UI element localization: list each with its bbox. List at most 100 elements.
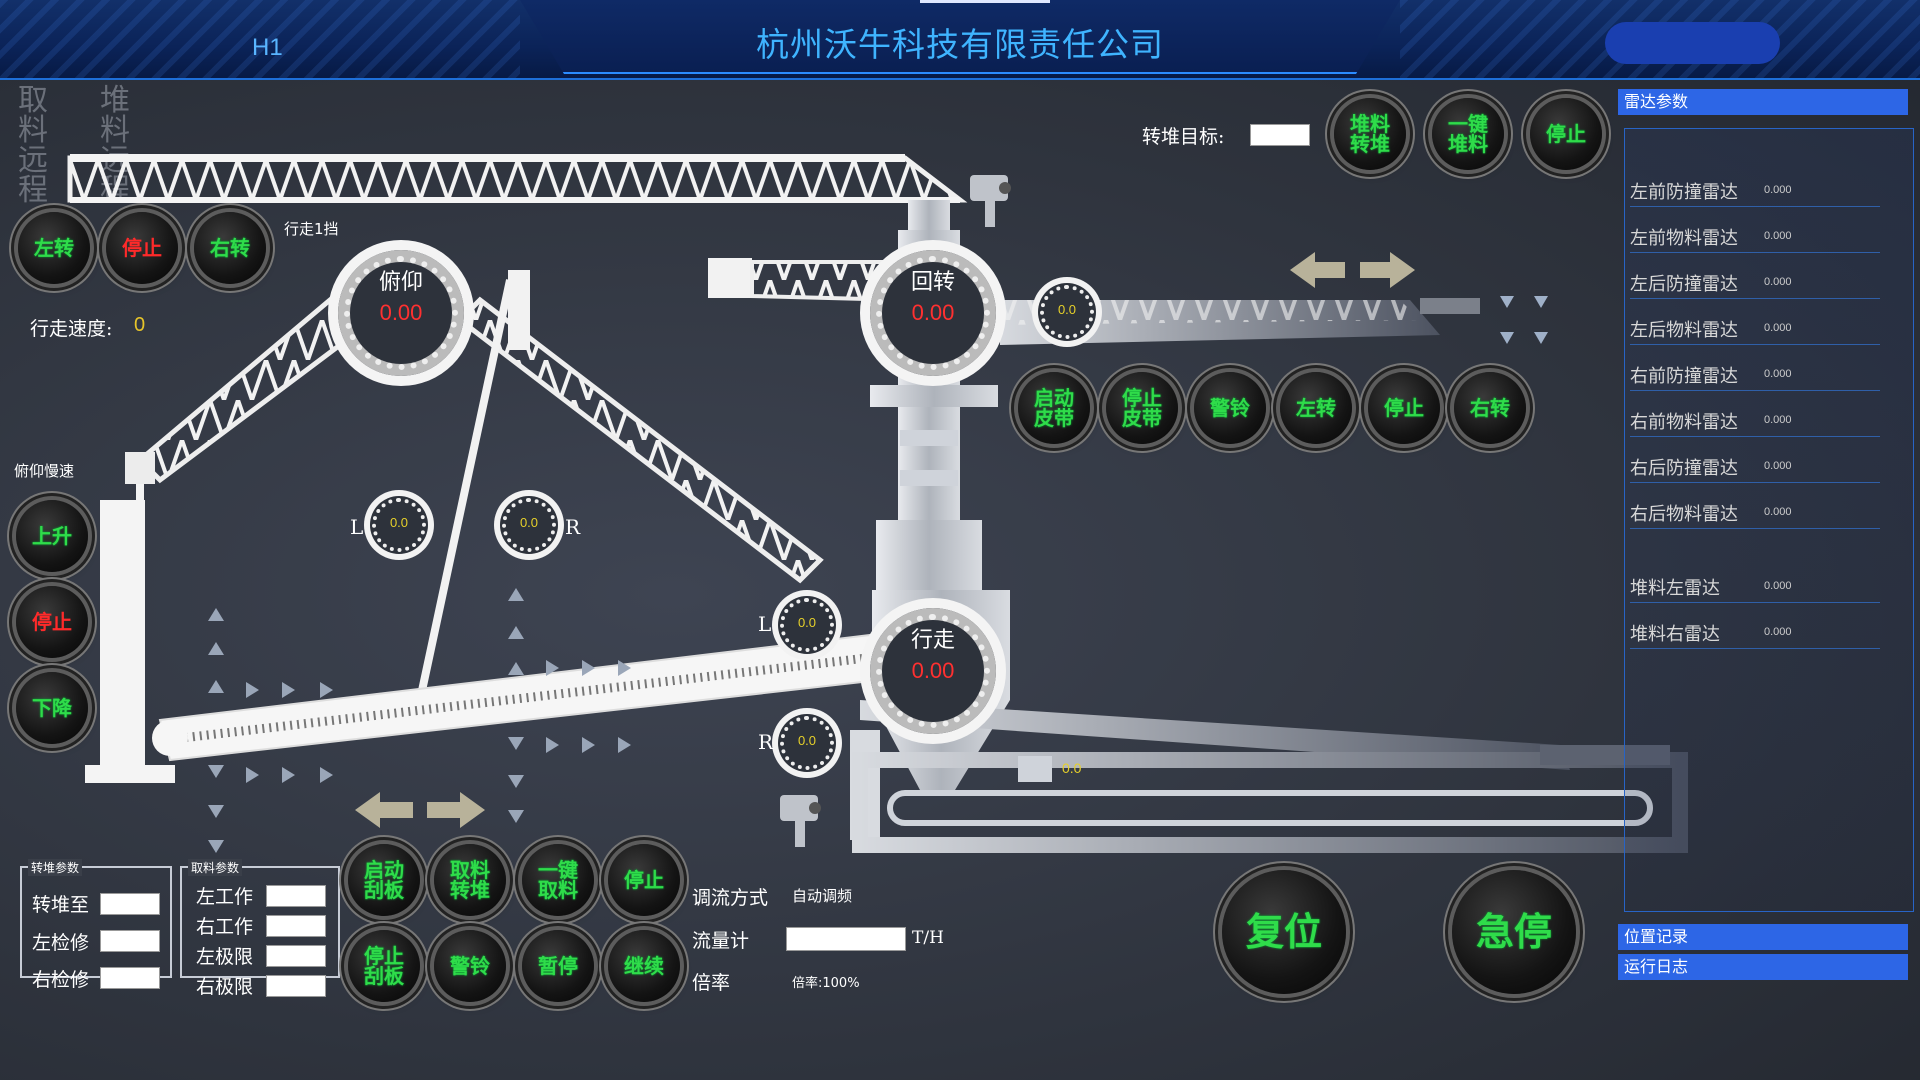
walk-right-gauge: 0.0	[778, 714, 836, 772]
start-scraper-button[interactable]: 启动刮板	[348, 844, 420, 916]
tripper-value: 0.0	[1062, 760, 1082, 776]
stack-to-label: 转堆至	[32, 894, 90, 916]
stop-scraper-button[interactable]: 停止刮板	[348, 930, 420, 1002]
pause-button[interactable]: 暂停	[522, 930, 594, 1002]
stack-to-input[interactable]	[100, 893, 160, 915]
radar-panel	[1624, 128, 1914, 912]
reclaim-alarm-button[interactable]: 警铃	[434, 930, 506, 1002]
right-limit-label: 右极限	[196, 976, 254, 998]
slew-stop-button[interactable]: 停止	[1368, 372, 1440, 444]
walk-gauge-label: 行走	[910, 628, 955, 653]
pitch-slow-label: 俯仰慢速	[14, 462, 75, 480]
left-maint-label: 左检修	[32, 932, 90, 954]
boom-direction-arrows	[355, 792, 485, 828]
stop-belt-button[interactable]: 停止皮带	[1106, 372, 1178, 444]
one-key-reclaim-button[interactable]: 一键取料	[522, 844, 594, 916]
right-wheel-side: R	[565, 515, 581, 539]
reclaim-params-title: 取料参数	[188, 859, 243, 876]
right-wheel-gauge: 0.0	[500, 496, 558, 554]
pitch-gauge: 俯仰 0.00	[338, 250, 464, 376]
travel-stop-button[interactable]: 停止	[106, 212, 178, 284]
slew-gauge-label: 回转	[910, 270, 955, 295]
header-stripe-left	[0, 0, 520, 78]
right-work-label: 右工作	[196, 916, 254, 938]
walk-right-gauge-value: 0.0	[797, 733, 817, 748]
slew-direction-arrows	[1290, 252, 1415, 288]
flow-mode-label: 调流方式	[692, 887, 769, 909]
one-key-stack-button[interactable]: 一键堆料	[1432, 98, 1504, 170]
travel-left-button[interactable]: 左转	[18, 212, 90, 284]
emergency-stop-button[interactable]: 急停	[1452, 870, 1576, 994]
pitch-gauge-value: 0.00	[379, 300, 423, 325]
travel-right-button[interactable]: 右转	[194, 212, 266, 284]
header-accent-line	[920, 0, 1050, 3]
flow-mode-value[interactable]: 自动调频	[792, 887, 853, 905]
left-wheel-gauge: 0.0	[370, 496, 428, 554]
belt-alarm-button[interactable]: 警铃	[1194, 372, 1266, 444]
stack-stop-button[interactable]: 停止	[1530, 98, 1602, 170]
stack-target-input[interactable]	[1250, 124, 1310, 146]
top-truss	[67, 154, 968, 203]
pitch-down-button[interactable]: 下降	[16, 672, 88, 744]
left-work-input[interactable]	[266, 885, 326, 907]
flow-meter-unit: T/H	[912, 928, 944, 948]
right-maint-input[interactable]	[100, 967, 160, 989]
left-wheel-side: L	[350, 515, 364, 539]
walk-left-gauge-value: 0.0	[797, 615, 817, 630]
flow-meter-value	[786, 927, 906, 951]
pitch-gauge-label: 俯仰	[378, 270, 423, 295]
reclaim-transfer-button[interactable]: 取料转堆	[434, 844, 506, 916]
resume-button[interactable]: 继续	[608, 930, 680, 1002]
run-log-tab[interactable]: 运行日志	[1618, 954, 1908, 980]
right-wheel-gauge-value: 0.0	[519, 515, 539, 530]
slew-gauge-value: 0.00	[911, 300, 955, 325]
pitch-up-button[interactable]: 上升	[16, 500, 88, 572]
reclaim-stop-button[interactable]: 停止	[608, 844, 680, 916]
right-maint-label: 右检修	[32, 969, 90, 991]
slew-left-button[interactable]: 左转	[1280, 372, 1352, 444]
title-bar: H1 杭州沃牛科技有限责任公司	[0, 0, 1920, 80]
walk-gauge-value: 0.00	[911, 658, 955, 683]
rate-value: 倍率:100%	[792, 976, 860, 991]
left-work-label: 左工作	[196, 886, 254, 908]
stack-params-title: 转堆参数	[28, 859, 83, 876]
left-limit-label: 左极限	[196, 946, 254, 968]
reclaim-remote-label: 取料远程	[18, 83, 48, 208]
travel-speed-value: 0	[134, 314, 146, 336]
left-limit-input[interactable]	[266, 945, 326, 967]
start-belt-button[interactable]: 启动皮带	[1018, 372, 1090, 444]
pitch-stop-button[interactable]: 停止	[16, 586, 88, 658]
right-limit-input[interactable]	[266, 975, 326, 997]
camera-icon-lower	[780, 795, 821, 847]
header-status-pill[interactable]	[1605, 22, 1780, 64]
walk-left-gauge: 0.0	[778, 596, 836, 654]
travel-speed-label: 行走速度:	[30, 318, 113, 340]
rate-label: 倍率	[692, 972, 731, 994]
right-work-input[interactable]	[266, 915, 326, 937]
slew-right-button[interactable]: 右转	[1454, 372, 1526, 444]
walk-right-side: R	[758, 730, 774, 754]
boom-belt-gauge-value: 0.0	[1057, 302, 1077, 317]
stack-target-label: 转堆目标:	[1142, 126, 1225, 148]
reclaim-params-group: 取料参数	[180, 859, 340, 978]
radar-markers	[1500, 296, 1548, 344]
company-title: 杭州沃牛科技有限责任公司	[756, 25, 1164, 64]
stack-params-group: 转堆参数	[20, 859, 172, 978]
left-maint-input[interactable]	[100, 930, 160, 952]
flow-meter-label: 流量计	[692, 930, 750, 952]
reset-button[interactable]: 复位	[1222, 870, 1346, 994]
stack-transfer-button[interactable]: 堆料转堆	[1334, 98, 1406, 170]
travel-gear-label: 行走1挡	[284, 220, 339, 238]
walk-left-side: L	[758, 612, 772, 636]
position-record-tab[interactable]: 位置记录	[1618, 924, 1908, 950]
station-tag: H1	[252, 34, 283, 61]
